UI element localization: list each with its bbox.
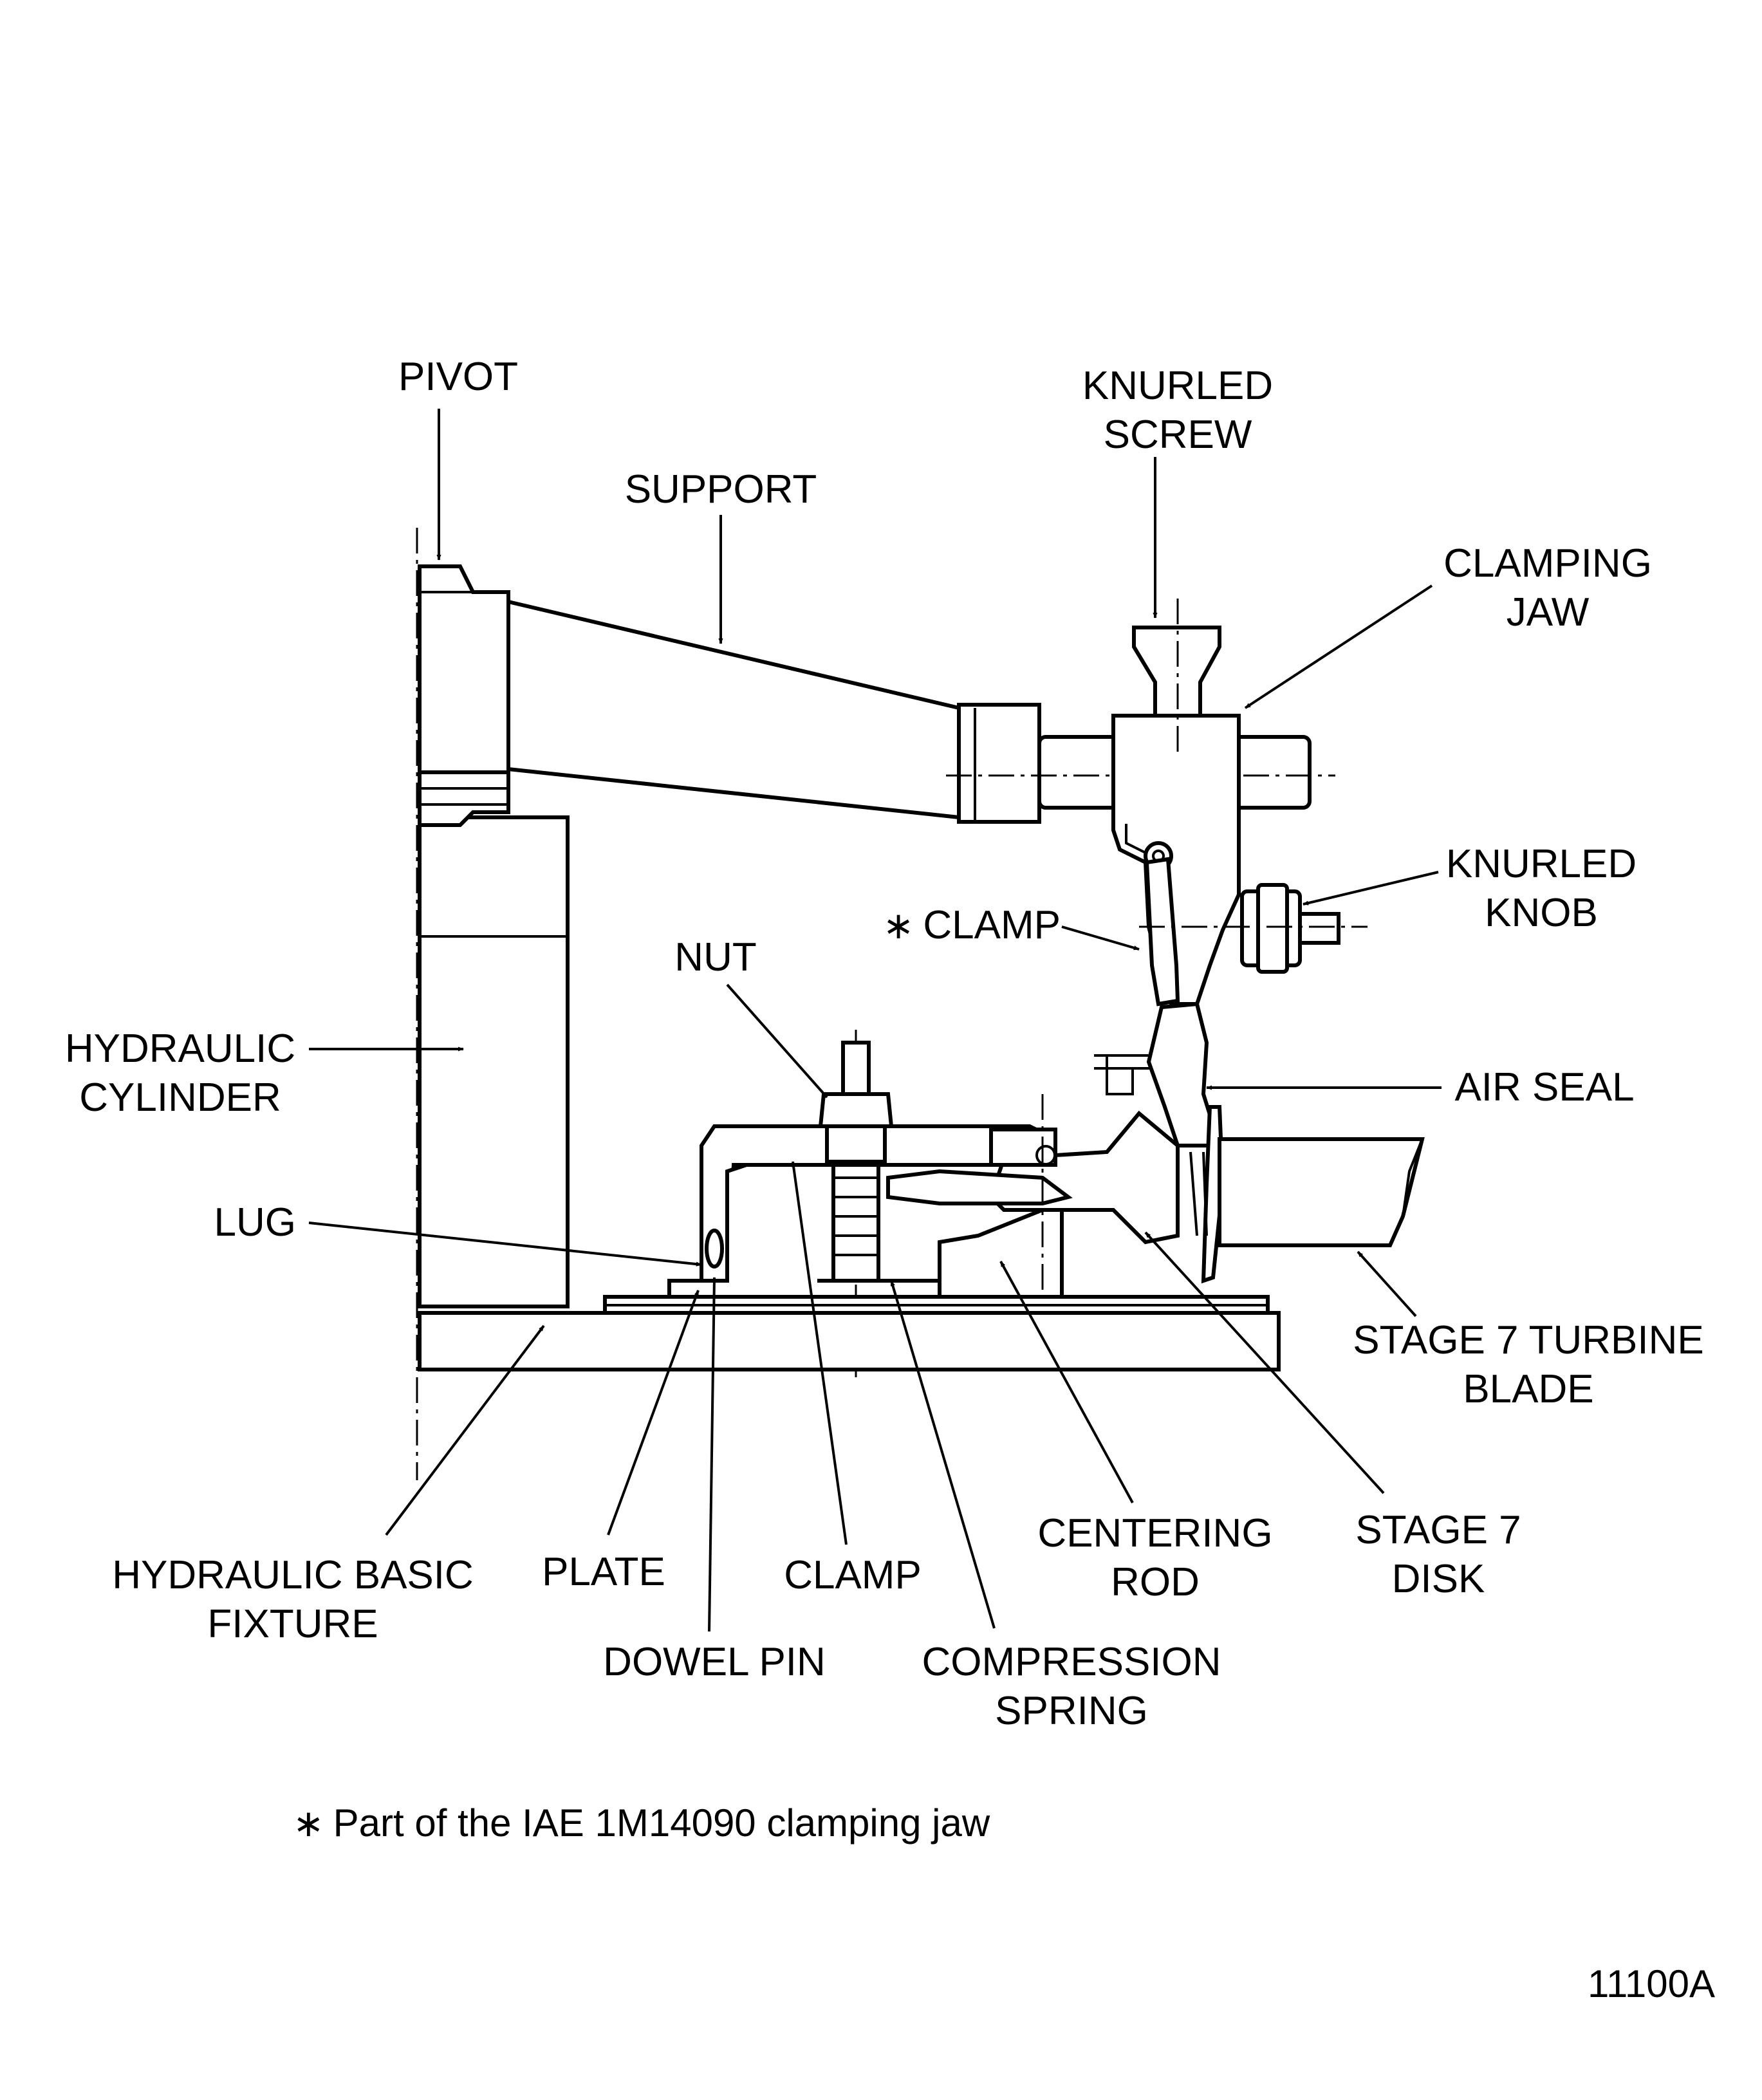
footnote-text: Part of the IAE 1M14090 clamping jaw — [333, 1801, 990, 1844]
lug-leader — [308, 1222, 702, 1267]
support-arm — [506, 599, 961, 820]
label-knurled-screw: KNURLED SCREW — [1082, 364, 1274, 457]
label-hydraulic-cylinder: HYDRAULIC CYLINDER — [64, 1027, 296, 1120]
footnote: ∗Part of the IAE 1M14090 clamping jaw — [293, 1799, 990, 1848]
label-support: SUPPORT — [624, 467, 817, 512]
clamp-leader — [791, 1161, 848, 1545]
stage7-disk-leader — [1144, 1231, 1385, 1494]
label-clamp: CLAMP — [784, 1553, 922, 1597]
nut-leader — [726, 983, 828, 1099]
label-centering-rod: CENTERING ROD — [1037, 1511, 1273, 1604]
compression-spring-leader — [890, 1280, 996, 1629]
pivot-block — [418, 564, 510, 827]
basic-fixture-leader — [385, 1324, 545, 1536]
label-nut: NUT — [674, 935, 757, 980]
label-stage7-turbine-blade: STAGE 7 TURBINE BLADE — [1353, 1318, 1704, 1411]
clamp-finger — [886, 1169, 1073, 1205]
label-pivot: PIVOT — [398, 355, 519, 399]
hydraulic-cylinder-body — [418, 815, 570, 1308]
label-hydraulic-basic-fixture: HYDRAULIC BASIC FIXTURE — [112, 1553, 474, 1646]
hydraulic-basic-fixture-base — [418, 1311, 1281, 1371]
label-star-clamp: ∗CLAMP — [883, 901, 1061, 950]
nut — [818, 1092, 894, 1128]
plate-leader — [607, 1290, 700, 1536]
support-collar — [957, 703, 1041, 824]
label-plate: PLATE — [542, 1550, 665, 1594]
knurled-screw-head — [1132, 626, 1221, 718]
star-clamp-lever — [1144, 857, 1180, 1007]
turbine-blade-leader — [1357, 1250, 1417, 1317]
dowel-pin-slot — [705, 1229, 724, 1268]
clamping-jaw-block — [1111, 714, 1241, 1006]
knurled-knob-leader — [1303, 871, 1439, 906]
star-clamp-leader — [1061, 925, 1140, 951]
label-air-seal: AIR SEAL — [1454, 1065, 1635, 1110]
clamping-jaw-leader — [1244, 584, 1433, 709]
asterisk-icon: ∗ — [882, 904, 914, 947]
label-compression-spring: COMPRESSION SPRING — [922, 1640, 1221, 1733]
stage7-turbine-blade — [1218, 1137, 1425, 1247]
dowel-pin-leader — [708, 1277, 717, 1632]
label-stage7-disk: STAGE 7 DISK — [1355, 1508, 1521, 1601]
figure-id: 11100A — [1588, 1962, 1715, 2005]
footnote-asterisk-icon: ∗ — [293, 1801, 324, 1845]
label-star-clamp-text: CLAMP — [923, 903, 1061, 947]
label-knurled-knob: KNURLED KNOB — [1445, 842, 1637, 935]
label-clamping-jaw: CLAMPING JAW — [1443, 541, 1652, 635]
compression-spring — [831, 1163, 880, 1283]
label-lug: LUG — [214, 1200, 296, 1245]
centering-rod-leader — [999, 1261, 1134, 1503]
label-dowel-pin: DOWEL PIN — [603, 1640, 826, 1684]
